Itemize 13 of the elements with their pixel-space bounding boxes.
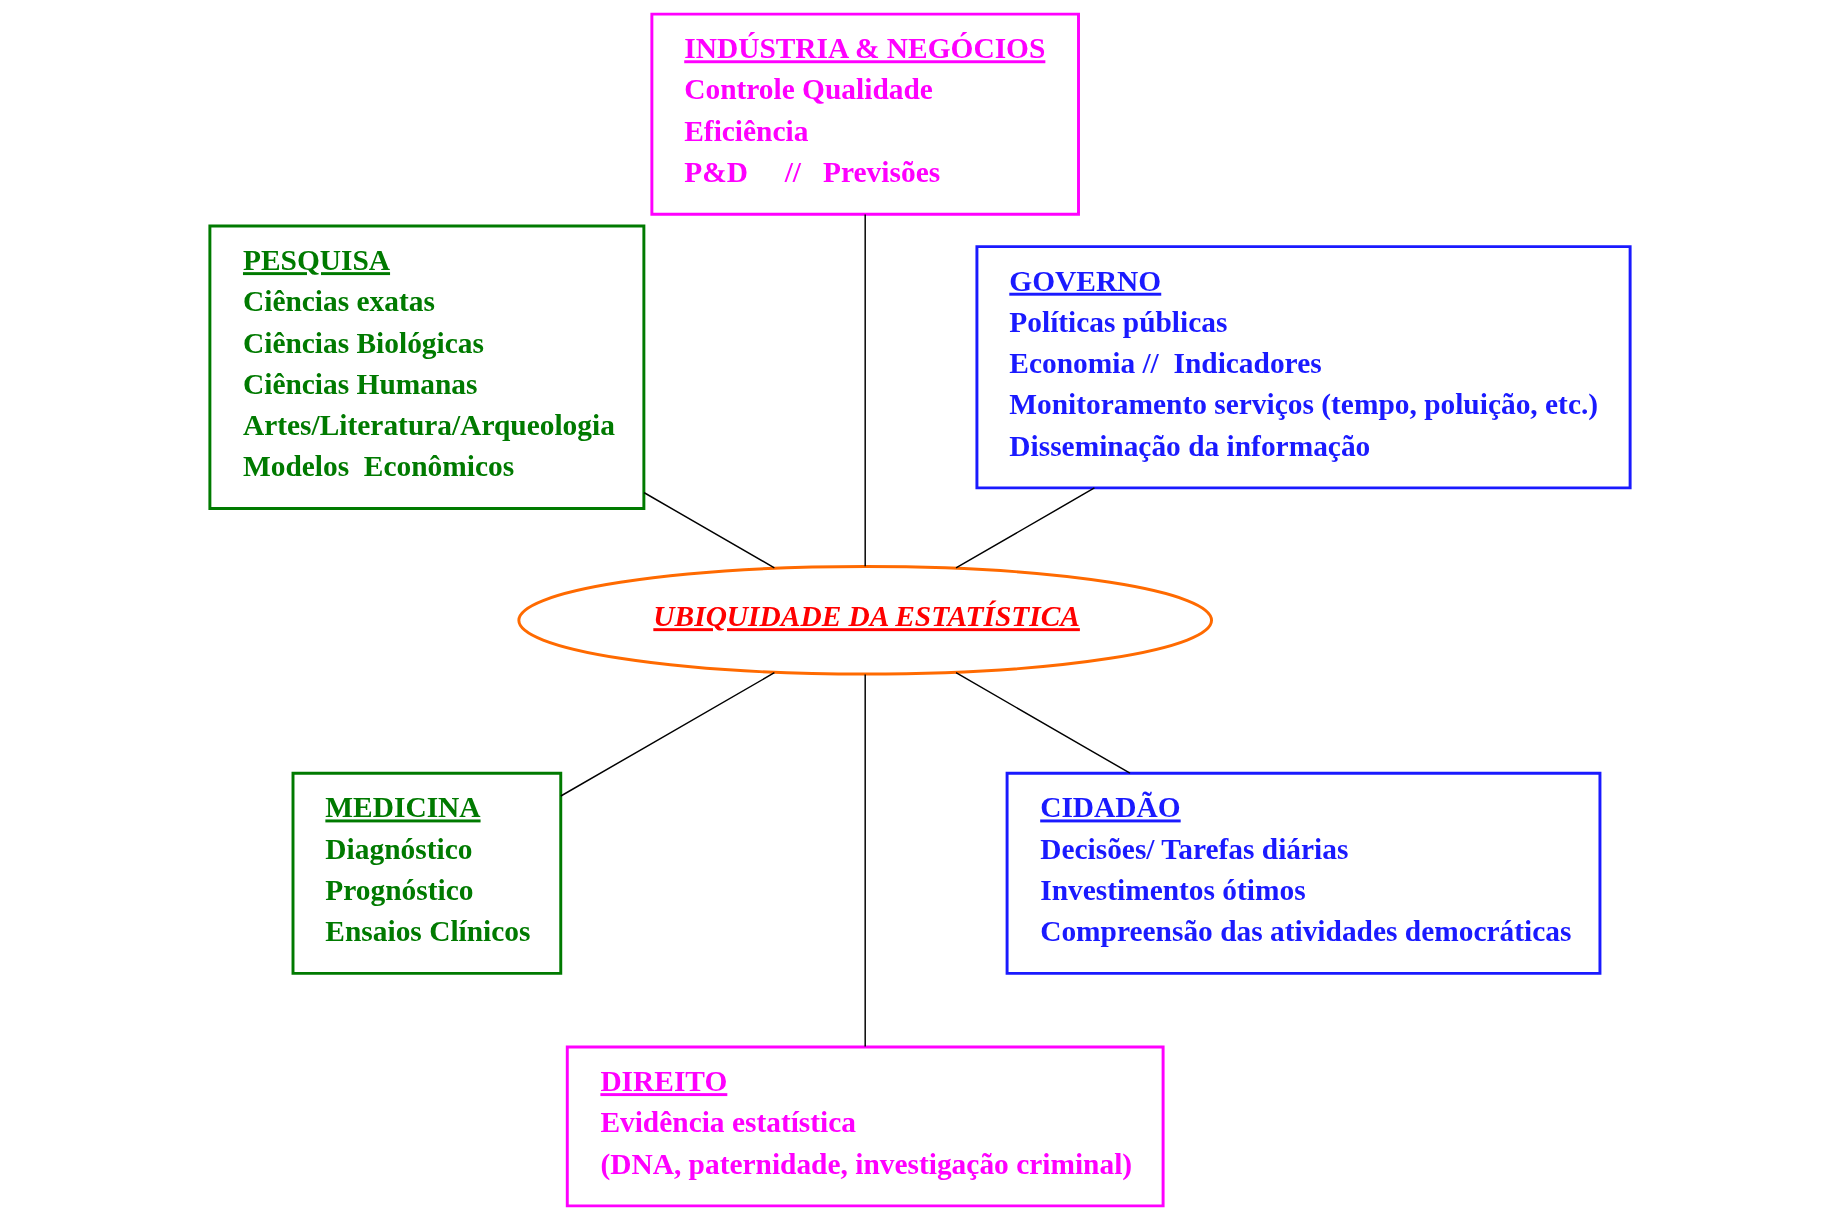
connector xyxy=(642,491,775,569)
node-box: INDÚSTRIA & NEGÓCIOS Controle Qualidade Eficiência P&D // Previsões xyxy=(649,12,1080,216)
node-box: PESQUISA Ciências exatas Ciências Biológicas Ciências Humanas Artes/Literatura/Arqueologia Modelos Econômicos xyxy=(207,224,645,510)
connector xyxy=(954,487,1095,569)
node-box: CIDADÃO Decisões/ Tarefas diárias Investimentos ótimos Compreensão das atividades democráticas xyxy=(1005,771,1601,975)
node-box: DIREITO Evidência estatística (DNA, paternidade, investigação criminal) xyxy=(565,1045,1165,1208)
node-ellipse: UBIQUIDADE DA ESTATÍSTICA xyxy=(516,565,1213,676)
connector xyxy=(559,672,775,797)
node-box: GOVERNO Políticas públicas Economia // Indicadores Monitoramento serviços (tempo, poluição, etc.) Disseminação da informação xyxy=(974,245,1632,490)
connector xyxy=(863,673,866,1048)
connector xyxy=(863,213,866,567)
connector xyxy=(954,672,1131,774)
node-box: MEDICINA Diagnóstico Prognóstico Ensaios Clínicos xyxy=(291,771,562,975)
